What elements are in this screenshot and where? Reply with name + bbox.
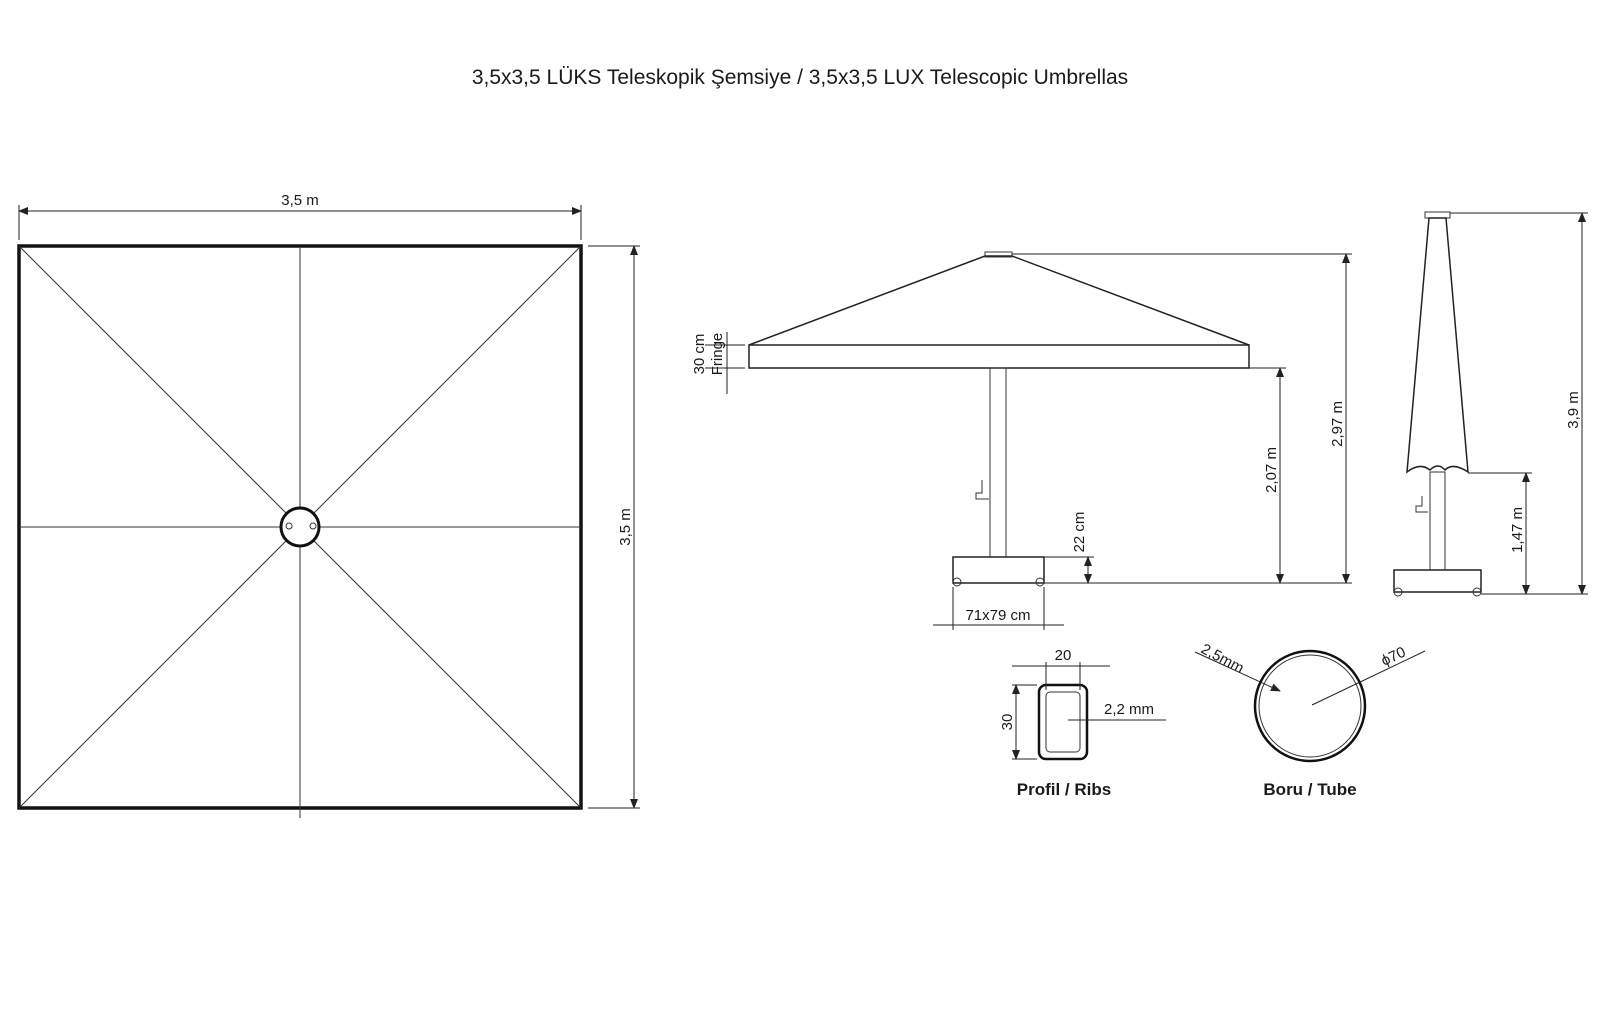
- base-height-label: 22 cm: [1071, 512, 1088, 553]
- rib-height-label: 30: [999, 714, 1016, 731]
- tube-wall-leader: [1194, 651, 1281, 692]
- total-height-label: 2,97 m: [1329, 401, 1346, 447]
- closed-crank-handle: [1415, 496, 1428, 513]
- width-label: 3,5 m: [281, 192, 319, 209]
- tube-diameter-label: ϕ70: [1379, 644, 1409, 670]
- rib-width-label: 20: [1055, 647, 1072, 664]
- closed-opening-height-label: 1,47 m: [1509, 507, 1526, 553]
- side-view: 30 cm Fringe 2,97 m 2,07 m 22 cm 71x79 c…: [691, 251, 1352, 630]
- wheel-right: [1035, 577, 1045, 587]
- top-view: 3,5 m 3,5 m: [17, 192, 640, 818]
- rib-profile-inner: [1045, 691, 1081, 753]
- clearance-height-label: 2,07 m: [1263, 447, 1280, 493]
- closed-wheel-right: [1472, 587, 1482, 597]
- rib-profile-section: 20 30 2,2 mm Profil / Ribs: [999, 647, 1166, 799]
- base-size-label: 71x79 cm: [965, 607, 1030, 624]
- closed-view: 3,9 m 1,47 m: [1393, 211, 1588, 597]
- closed-top-cap: [1424, 211, 1451, 219]
- fringe-height-label: 30 cm: [691, 334, 708, 375]
- wheel-left: [952, 577, 962, 587]
- closed-pole: [1429, 471, 1446, 571]
- base-plate: [952, 556, 1045, 584]
- crank-handle: [975, 480, 989, 500]
- fringe-band: [748, 344, 1250, 369]
- fringe-label: Fringe: [709, 333, 726, 376]
- tube-diameter-leader: [1311, 650, 1426, 706]
- closed-base-plate: [1393, 569, 1482, 593]
- hub-hole-right: [309, 522, 317, 530]
- hub-circle: [279, 506, 321, 548]
- drawing-title: 3,5x3,5 LÜKS Teleskopik Şemsiye / 3,5x3,…: [471, 66, 1129, 89]
- rib-wall-label: 2,2 mm: [1104, 701, 1154, 718]
- canopy-roof: [748, 255, 1250, 346]
- height-label: 3,5 m: [617, 508, 634, 546]
- rib-profile-caption: Profil / Ribs: [1017, 780, 1111, 799]
- tube-outer: [1253, 649, 1367, 763]
- rib-profile-outer: [1037, 683, 1089, 761]
- tube-inner: [1258, 654, 1362, 758]
- tube-section: 2,5mm ϕ70 Boru / Tube: [1194, 641, 1426, 799]
- hub-hole-left: [285, 522, 293, 530]
- tube-wall-label: 2,5mm: [1198, 641, 1246, 678]
- tube-caption: Boru / Tube: [1263, 780, 1356, 799]
- closed-total-height-label: 3,9 m: [1565, 391, 1582, 429]
- closed-canopy: [1406, 217, 1469, 474]
- closed-wheel-left: [1393, 587, 1403, 597]
- pole: [989, 367, 1007, 558]
